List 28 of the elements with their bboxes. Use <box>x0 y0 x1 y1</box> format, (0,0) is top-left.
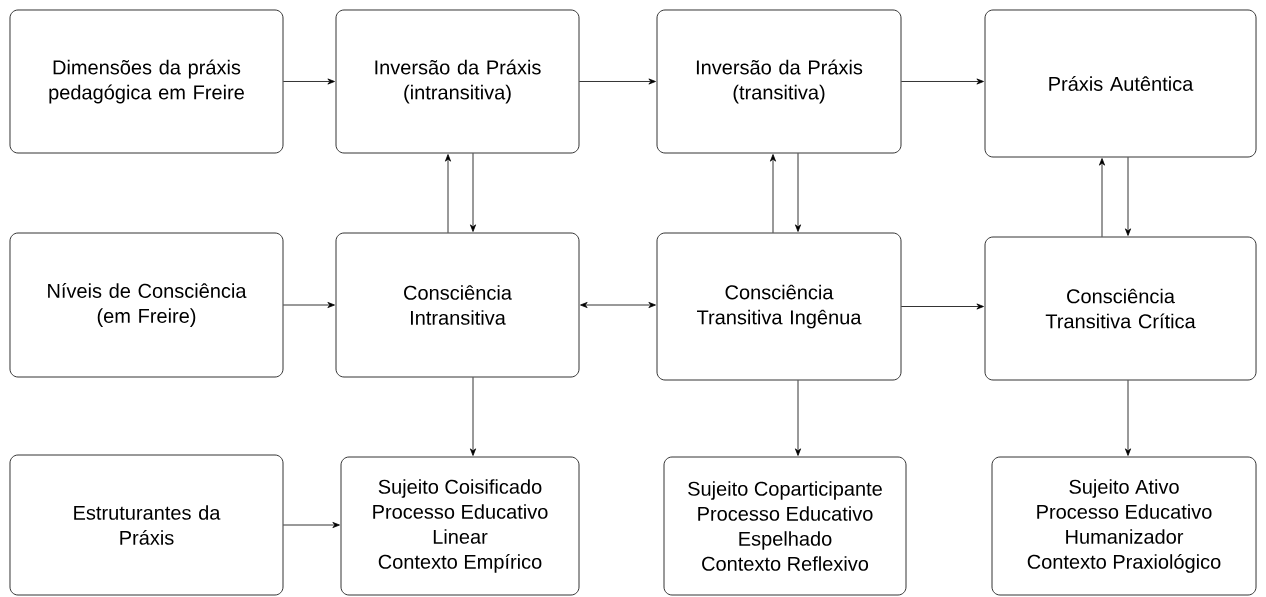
arrow <box>1099 158 1105 237</box>
arrow <box>283 522 340 528</box>
process-box: Práxis Autêntica <box>984 9 1257 158</box>
process-box: Consciência Transitiva Crítica <box>984 236 1257 381</box>
arrow <box>580 302 656 308</box>
process-box: Inversão da Práxis (transitiva) <box>656 9 902 154</box>
process-box: Sujeito Coisificado Processo Educativo Linear Contexto Empírico <box>340 456 580 596</box>
arrow <box>579 78 656 85</box>
arrow <box>770 154 776 233</box>
process-box: Inversão da Práxis (intransitiva) <box>335 9 580 154</box>
arrow <box>901 78 984 85</box>
process-box: Estruturantes da Práxis <box>9 454 284 596</box>
arrow <box>445 154 451 233</box>
arrow <box>795 380 801 456</box>
process-box: Dimensões da práxis pedagógica em Freire <box>9 9 284 154</box>
process-box: Sujeito Coparticipante Processo Educativo Espelhado Contexto Reflexivo <box>663 456 907 596</box>
process-box: Consciência Transitiva Ingênua <box>656 232 902 381</box>
process-box: Níveis de Consciência (em Freire) <box>9 232 284 378</box>
arrow <box>470 153 476 232</box>
arrow <box>283 78 335 85</box>
process-box: Consciência Intransitiva <box>335 232 580 378</box>
arrow <box>1125 380 1131 456</box>
arrow <box>1125 157 1131 236</box>
arrow <box>283 302 335 308</box>
arrow <box>901 303 984 310</box>
arrow <box>795 153 801 232</box>
arrow <box>470 377 476 456</box>
process-box: Sujeito Ativo Processo Educativo Humanizador Contexto Praxiológico <box>991 456 1257 596</box>
